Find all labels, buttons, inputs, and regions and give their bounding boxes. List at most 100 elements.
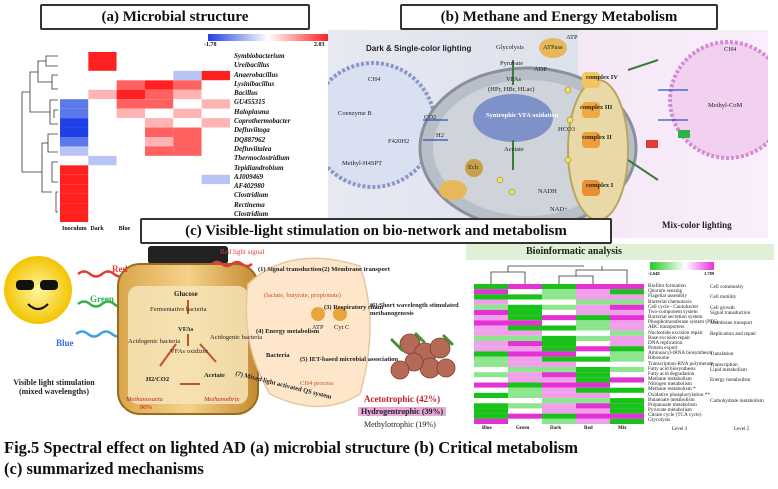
- heatmap-cell: [145, 99, 174, 109]
- bio-column-label: Green: [516, 426, 530, 431]
- mechanism-illustration: [4, 246, 456, 415]
- bio-heatmap-cell: [576, 398, 610, 404]
- heatmap-grid: [60, 52, 230, 222]
- metabolism-diagram: [309, 30, 778, 238]
- bio-heatmap-cell: [508, 403, 542, 409]
- heatmap-cell: [116, 193, 145, 204]
- heatmap-cell: [173, 52, 202, 62]
- heatmap-cell: [201, 52, 230, 62]
- bio-heatmap-cell: [610, 299, 644, 305]
- heatmap-cell: [145, 108, 174, 119]
- acetate-c-label: Acetate: [204, 372, 225, 379]
- heatmap-column-label: Dark: [90, 226, 104, 232]
- co2-label: CO2: [424, 114, 437, 121]
- panel-b-diagram: Dark & Single-color lighting Mix-color l…: [309, 30, 778, 238]
- bio-heatmap-cell: [542, 299, 576, 305]
- bio-heatmap-cell: [576, 299, 610, 305]
- ch4-process-label: CH4 process: [300, 380, 334, 387]
- bio-row-label: DNA replication: [648, 339, 683, 346]
- bio-heatmap-cell: [576, 315, 610, 321]
- heatmap-cell: [173, 108, 202, 119]
- heatmap-column-label: Blue: [118, 226, 131, 232]
- heatmap-cell: [88, 155, 117, 166]
- bio-heatmap-cell: [474, 325, 508, 331]
- taxon-label: Haloplasma: [234, 107, 270, 116]
- bio-heatmap-cell: [508, 294, 542, 300]
- bio-column-label: Red: [584, 426, 593, 431]
- heatmap-cell: [116, 127, 145, 137]
- heatmap-cell: [201, 212, 230, 222]
- bacteria-label: Bacteria: [266, 352, 290, 359]
- bio-column-label: Mix: [618, 426, 627, 431]
- glycolysis-label: Glycolysis: [496, 44, 524, 51]
- bio-scale-min: -2.648: [648, 271, 660, 276]
- bio-heatmap-cell: [542, 408, 576, 414]
- bio-heatmap-cell: [610, 361, 644, 367]
- heatmap-cell: [88, 52, 117, 62]
- bio-heatmap-cell: [474, 382, 508, 388]
- heatmap-cell: [60, 118, 89, 128]
- bio-category-label: Carbohydrate metabolism: [710, 398, 764, 405]
- heatmap-cell: [88, 89, 117, 100]
- bio-heatmap-cell: [508, 351, 542, 357]
- bio-heatmap-cell: [508, 382, 542, 388]
- heatmap-cell: [88, 203, 117, 213]
- bio-row-label: Two-component system: [648, 308, 698, 315]
- bio-heatmap-cell: [508, 361, 542, 367]
- bio-heatmap-cell: [508, 366, 542, 373]
- bio-row-label: Quorum sensing: [648, 288, 683, 295]
- bio-heatmap-cell: [508, 387, 542, 393]
- taxon-label: Defluviitalea: [234, 144, 272, 153]
- bio-heatmap-cell: [508, 330, 542, 336]
- glucose-label: Glucose: [174, 290, 198, 298]
- heatmap-cell: [116, 118, 145, 128]
- bio-heatmap-cell: [576, 387, 610, 393]
- light-green-label: Green: [90, 294, 114, 304]
- bio-heatmap-cell: [542, 330, 576, 336]
- taxon-label: Bacillus: [234, 89, 258, 98]
- taxon-label: Symbiobacterium: [234, 52, 285, 60]
- bio-category-label: Translation: [710, 351, 734, 358]
- heatmap-cell: [116, 146, 145, 156]
- bio-heatmap-cell: [474, 346, 508, 352]
- heatmap-cell: [173, 118, 202, 128]
- bio-heatmap-cell: [576, 377, 610, 383]
- heatmap-cell: [173, 193, 202, 204]
- bio-heatmap-cell: [508, 284, 542, 290]
- bio-heatmap-cell: [474, 408, 508, 414]
- bio-heatmap-cell: [576, 392, 610, 399]
- bio-category-label: Energy metabolism: [710, 377, 751, 384]
- mechanism-1-label: (1) Signal transduction: [258, 266, 322, 273]
- taxon-label: GU455315: [234, 98, 266, 107]
- bio-heatmap-cell: [508, 320, 542, 326]
- heatmap-cell: [88, 127, 117, 137]
- heatmap-cell: [145, 61, 174, 71]
- bio-heatmap-cell: [610, 418, 644, 424]
- vfas-c-label: VFAs: [178, 326, 194, 333]
- heatmap-cell: [88, 165, 117, 175]
- heatmap-cell: [88, 193, 117, 204]
- heatmap-cell: [145, 70, 174, 81]
- bio-heatmap-cell: [610, 392, 644, 399]
- bio-heatmap-cell: [542, 361, 576, 367]
- heatmap-cell: [60, 80, 89, 90]
- bio-heatmap-cell: [508, 299, 542, 305]
- bio-heatmap-cell: [542, 346, 576, 352]
- taxon-label: Thermoclostridium: [234, 154, 290, 163]
- methylotrophic-label: Methylotrophic (19%): [364, 420, 436, 429]
- bio-heatmap-cell: [474, 413, 508, 419]
- panel-b-title: (b) Methane and Energy Metabolism: [400, 4, 718, 30]
- heatmap-cell: [116, 212, 145, 222]
- bio-heatmap-cell: [610, 366, 644, 373]
- bio-heatmap-cell: [474, 335, 508, 342]
- mechanism-3-label: (3) Respiratory chain: [324, 304, 384, 311]
- bio-heatmap-cell: [542, 309, 576, 316]
- bio-heatmap-cell: [508, 335, 542, 342]
- taxon-label: AJ009469: [234, 172, 264, 181]
- bio-heatmap-cell: [474, 341, 508, 347]
- bio-heatmap-cell: [610, 372, 644, 378]
- bio-heatmap-cell: [576, 366, 610, 373]
- heatmap-cell: [116, 99, 145, 109]
- coenzyme-b-label: Coenzyme B: [338, 110, 372, 117]
